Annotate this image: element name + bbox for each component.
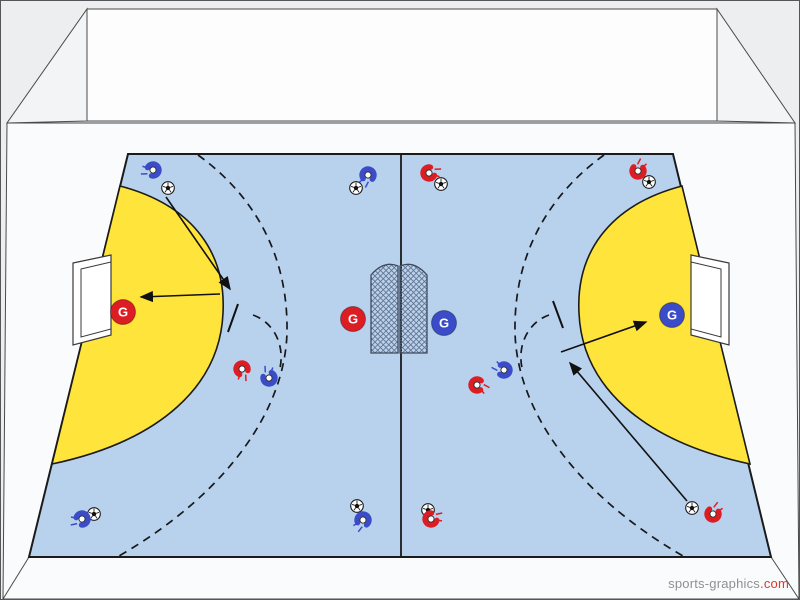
pass-arrow [560, 320, 648, 353]
goalkeeper-blue: G [431, 310, 457, 336]
back-wall [86, 8, 718, 122]
player-red-icon [468, 376, 490, 395]
block-marks [227, 300, 564, 333]
goalkeeper-red: G [340, 306, 366, 332]
pass-arrow [568, 361, 688, 502]
goalkeeper-label: G [348, 312, 358, 327]
goalkeeper-label: G [439, 316, 449, 331]
court [27, 153, 773, 558]
player-blue-icon [140, 161, 162, 179]
center-net [370, 263, 428, 354]
pass-arrow [139, 290, 221, 303]
dashed-run-line [118, 154, 288, 557]
left-wall [6, 7, 88, 124]
ball-icon [350, 499, 364, 513]
net-panel-right [399, 263, 428, 354]
player-blue-icon [260, 365, 278, 387]
goal-right-frame [690, 254, 730, 346]
player-red-icon [422, 510, 443, 528]
player-red-icon [420, 164, 442, 182]
player-blue-icon [491, 360, 513, 379]
goal-left-frame [72, 254, 112, 346]
ball-icon [642, 175, 656, 189]
ball-icon [87, 507, 101, 521]
block-tick [552, 300, 564, 329]
net-panel-left [370, 263, 399, 354]
ball-icon [434, 177, 448, 191]
movement-lines [118, 154, 684, 557]
ball-icon [685, 501, 699, 515]
dashed-run-line [514, 154, 684, 557]
player-red-icon [704, 501, 724, 523]
goal-area-left [50, 185, 224, 466]
dashed-run-line [520, 314, 550, 369]
watermark-suffix: .com [760, 576, 789, 591]
watermark: sports-graphics.com [668, 576, 789, 591]
dashed-run-line [252, 314, 282, 369]
goal-left-net [80, 261, 112, 338]
goalkeeper-blue: G [659, 302, 685, 328]
player-red-icon [233, 360, 251, 382]
player-blue-icon [358, 166, 377, 188]
goal-right [690, 254, 730, 346]
watermark-text: sports-graphics [668, 576, 761, 591]
player-blue-icon [352, 511, 372, 533]
block-tick [227, 303, 239, 333]
player-blue-icon [70, 510, 91, 528]
goal-right-net [690, 261, 722, 338]
floor-corner-right [770, 556, 799, 599]
right-wall [716, 7, 796, 124]
players [70, 158, 724, 533]
pass-arrow [165, 196, 231, 291]
goal-area-right [578, 185, 752, 466]
goalkeeper-label: G [118, 305, 128, 320]
floor-corner-left [2, 556, 30, 599]
ball-icon [349, 181, 363, 195]
pass-arrows [139, 196, 688, 502]
player-red-icon [629, 158, 648, 180]
goalkeeper-red: G [110, 299, 136, 325]
goal-left [72, 254, 112, 346]
goalkeeper-label: G [667, 308, 677, 323]
ball-icon [161, 181, 175, 195]
